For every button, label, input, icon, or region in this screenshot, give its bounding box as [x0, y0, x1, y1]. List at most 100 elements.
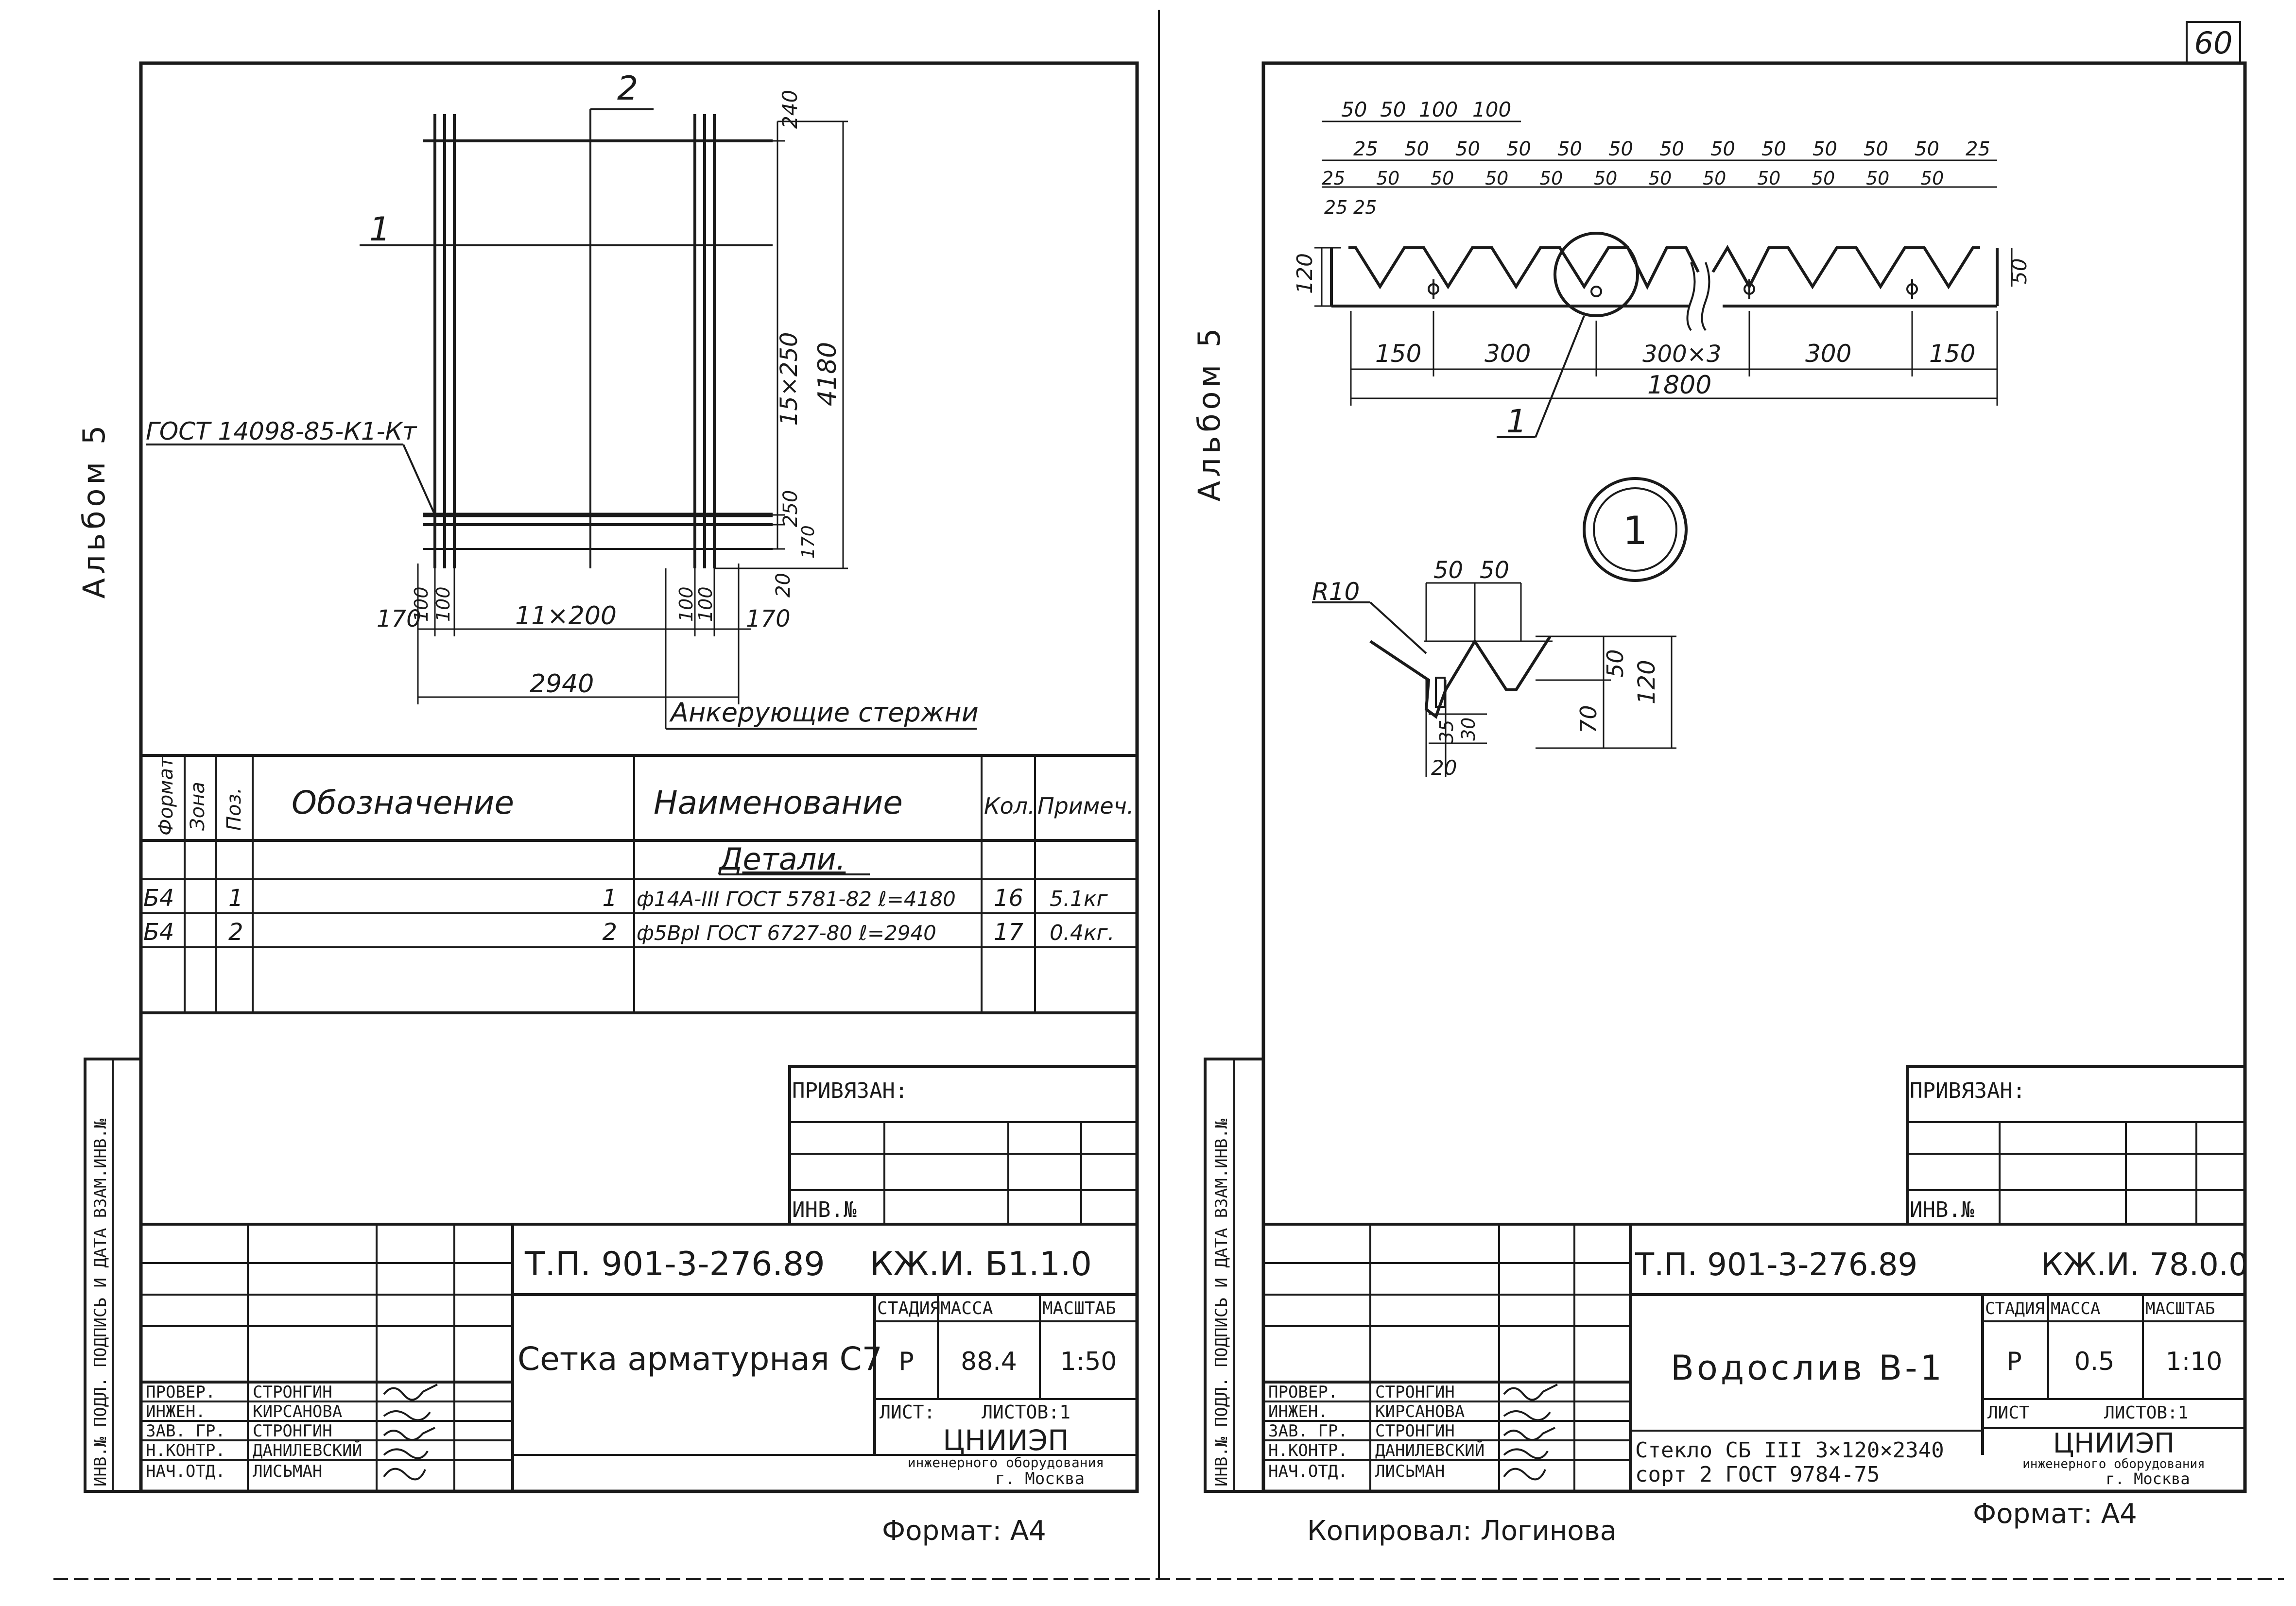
svg-text:ЛИСТ: ЛИСТ	[1987, 1403, 2030, 1423]
top-dim-label: 50	[1485, 168, 1508, 189]
left-frame	[139, 61, 1139, 1493]
page-number: 60	[2194, 25, 2233, 61]
svg-text:300: 300	[1805, 340, 1851, 368]
svg-text:16: 16	[994, 885, 1023, 912]
svg-text:ф5ВрI ГОСТ 6727-80 ℓ=2940: ф5ВрI ГОСТ 6727-80 ℓ=2940	[637, 921, 936, 945]
svg-text:Н.КОНТР.: Н.КОНТР.	[146, 1441, 225, 1460]
left-title-block: ПРОВЕР. СТРОНГИН ИНЖЕН. КИРСАНОВА ЗАВ. Г…	[84, 1058, 1137, 1547]
svg-text:КЖ.И. 78.0.0: КЖ.И. 78.0.0	[2041, 1247, 2248, 1283]
svg-text:2940: 2940	[530, 669, 594, 699]
svg-text:МАСШТАБ: МАСШТАБ	[2145, 1299, 2215, 1318]
svg-text:1:50: 1:50	[1060, 1347, 1117, 1376]
svg-text:ИНВ.№: ИНВ.№	[1910, 1197, 1974, 1222]
top-dim-label: 50	[1920, 168, 1944, 189]
left-privyazan-box: ПРИВЯЗАН: ИНВ.№	[788, 1065, 1139, 1226]
signature-7	[1503, 1410, 1551, 1421]
svg-text:ИНВ.№ ПОДЛ. ПОДПИСЬ И ДАТА В: ИНВ.№ ПОДЛ. ПОДПИСЬ И ДАТА ВЗАМ.ИНВ.№	[1212, 1118, 1231, 1486]
top-dim-label: 50	[1455, 138, 1480, 160]
svg-text:Стекло СБ III 3×120×2340: Стекло СБ III 3×120×2340	[1635, 1438, 1944, 1463]
top-dim-label: 25	[1322, 168, 1345, 189]
right-title-block: ПРОВЕР. СТРОНГИН ИНЖЕН. КИРСАНОВА ЗАВ. Г…	[1204, 1058, 2248, 1547]
signature-2	[383, 1410, 431, 1421]
svg-text:Формат: Формат	[155, 756, 177, 836]
svg-text:5.1кг: 5.1кг	[1050, 887, 1108, 911]
svg-text:КИРСАНОВА: КИРСАНОВА	[1375, 1402, 1465, 1421]
svg-text:50: 50	[1480, 557, 1509, 584]
svg-text:Зона: Зона	[187, 782, 209, 831]
svg-text:Т.П. 901-3-276.89: Т.П. 901-3-276.89	[1635, 1247, 1917, 1283]
svg-text:100: 100	[432, 586, 454, 622]
svg-text:КИРСАНОВА: КИРСАНОВА	[253, 1402, 342, 1421]
svg-text:35: 35	[1436, 720, 1457, 743]
top-dim-label: 50	[1864, 138, 1888, 160]
svg-text:15×250: 15×250	[776, 332, 803, 426]
svg-text:Р: Р	[2006, 1347, 2021, 1376]
svg-text:Формат: А4: Формат: А4	[882, 1515, 1046, 1547]
svg-text:1800: 1800	[1647, 371, 1711, 400]
svg-text:сорт 2 ГОСТ 9784-75: сорт 2 ГОСТ 9784-75	[1635, 1462, 1880, 1487]
detail-1: 1 50 50 R10 50 120 70 35	[1312, 477, 1688, 780]
svg-text:70: 70	[1575, 705, 1602, 734]
detail-marker-inner	[1593, 487, 1677, 572]
detail-marker-outer	[1583, 477, 1688, 582]
svg-text:1: 1	[1506, 403, 1527, 440]
top-dim-label: 50	[1404, 138, 1429, 160]
svg-text:Кол.: Кол.	[984, 793, 1035, 819]
svg-text:ЗАВ. ГР.: ЗАВ. ГР.	[1268, 1421, 1348, 1441]
svg-text:Б4: Б4	[143, 885, 174, 912]
svg-text:Т.П. 901-3-276.89: Т.П. 901-3-276.89	[524, 1245, 825, 1283]
svg-text:ЛИСТОВ:1: ЛИСТОВ:1	[982, 1401, 1070, 1423]
top-dim-label: 50	[1757, 168, 1780, 189]
svg-text:ПРИВЯЗАН:: ПРИВЯЗАН:	[1910, 1078, 2025, 1103]
top-dim-label: 50	[1539, 168, 1563, 189]
svg-text:МАСШТАБ: МАСШТАБ	[1042, 1298, 1116, 1318]
detail-profile	[1369, 635, 1552, 719]
svg-text:Копировал: Логинова: Копировал: Логинова	[1307, 1515, 1617, 1547]
svg-text:88.4: 88.4	[961, 1347, 1017, 1376]
top-dim-label: 25	[1353, 138, 1378, 160]
svg-text:100: 100	[1472, 98, 1511, 121]
svg-text:120: 120	[1293, 253, 1317, 294]
top-dim-label: 50	[1813, 138, 1837, 160]
svg-text:2: 2	[228, 919, 243, 946]
svg-text:Поз.: Поз.	[223, 787, 245, 831]
top-dim-label: 50	[1761, 138, 1786, 160]
svg-text:100: 100	[411, 586, 432, 622]
signature-9	[1503, 1448, 1549, 1459]
top-dim-label: 50	[1506, 138, 1531, 160]
svg-text:50: 50	[2007, 258, 2031, 284]
svg-text:инженерного оборудования: инженерного оборудования	[908, 1454, 1105, 1470]
svg-text:2: 2	[602, 919, 617, 946]
svg-text:НАЧ.ОТД.: НАЧ.ОТД.	[146, 1462, 225, 1481]
svg-text:СТРОНГИН: СТРОНГИН	[253, 1383, 332, 1402]
svg-text:ЛИСТ:: ЛИСТ:	[880, 1401, 935, 1423]
svg-text:г. Москва: г. Москва	[2106, 1469, 2190, 1488]
svg-text:ИНЖЕН.: ИНЖЕН.	[1268, 1402, 1328, 1421]
svg-text:ПРОВЕР.: ПРОВЕР.	[1268, 1383, 1338, 1402]
svg-text:г. Москва: г. Москва	[995, 1469, 1085, 1488]
left-album-label: Альбом 5	[76, 422, 112, 599]
svg-text:100: 100	[675, 586, 697, 622]
gost-mesh-label: ГОСТ 14098-85-К1-Кт	[146, 417, 417, 445]
pos1-label: 1	[369, 210, 390, 249]
top-dim-label: 50	[1710, 138, 1735, 160]
svg-text:25: 25	[1353, 197, 1377, 218]
svg-text:150: 150	[1375, 340, 1421, 368]
svg-text:50: 50	[1433, 557, 1463, 584]
svg-text:150: 150	[1929, 340, 1975, 368]
svg-text:СТРОНГИН: СТРОНГИН	[1375, 1421, 1455, 1441]
svg-text:ИНЖЕН.: ИНЖЕН.	[146, 1402, 206, 1421]
svg-text:КЖ.И. Б1.1.0: КЖ.И. Б1.1.0	[870, 1245, 1092, 1283]
svg-text:300×3: 300×3	[1642, 341, 1721, 368]
svg-text:1: 1	[602, 885, 617, 912]
svg-text:300: 300	[1485, 340, 1531, 368]
signature-6	[1503, 1384, 1558, 1401]
top-dim-label: 50	[1659, 138, 1684, 160]
signature-10	[1503, 1468, 1546, 1481]
signature-5	[383, 1468, 426, 1481]
svg-text:ЛИСЬМАН: ЛИСЬМАН	[1375, 1462, 1445, 1481]
svg-text:НАЧ.ОТД.: НАЧ.ОТД.	[1268, 1462, 1348, 1481]
svg-text:СТРОНГИН: СТРОНГИН	[253, 1421, 332, 1441]
top-dim-label: 50	[1431, 168, 1454, 189]
